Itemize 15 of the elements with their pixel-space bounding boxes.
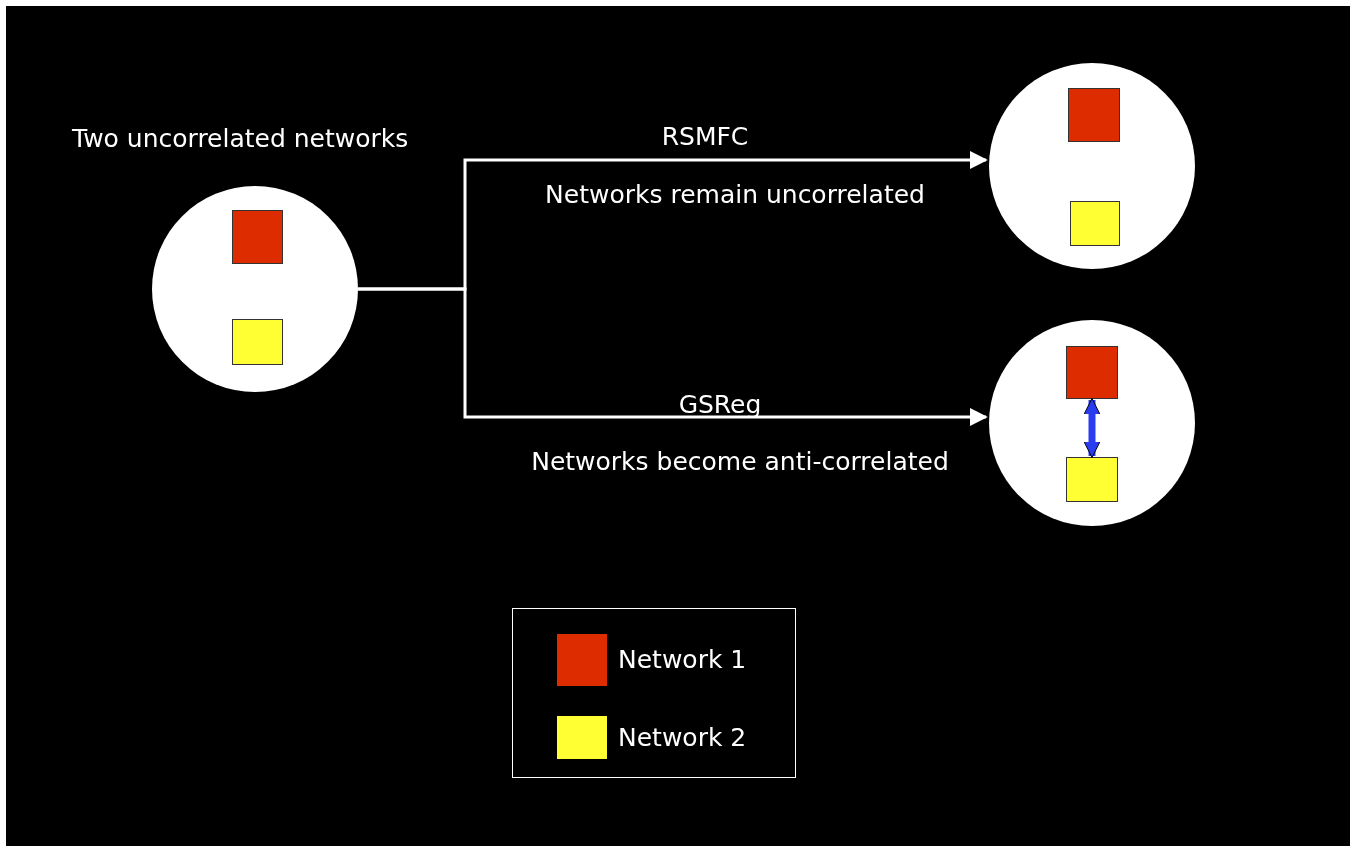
edge-label: RSMFC [661,122,749,152]
legend-label: Network 2 [618,722,747,753]
edge-label: GSReg [678,390,762,420]
square-node [1068,88,1120,142]
square-node [232,319,283,365]
arrow [358,287,988,426]
square-node [1070,201,1120,246]
square-node [1066,346,1118,399]
legend-label: Network 1 [618,645,747,675]
square-node [1066,457,1118,502]
description-text: Networks become anti-correlated [531,447,949,477]
node-caption: Two uncorrelated networks [72,124,409,154]
square-node [232,210,283,264]
double-arrow [1083,397,1101,459]
description-text: Networks remain uncorrelated [545,180,925,210]
